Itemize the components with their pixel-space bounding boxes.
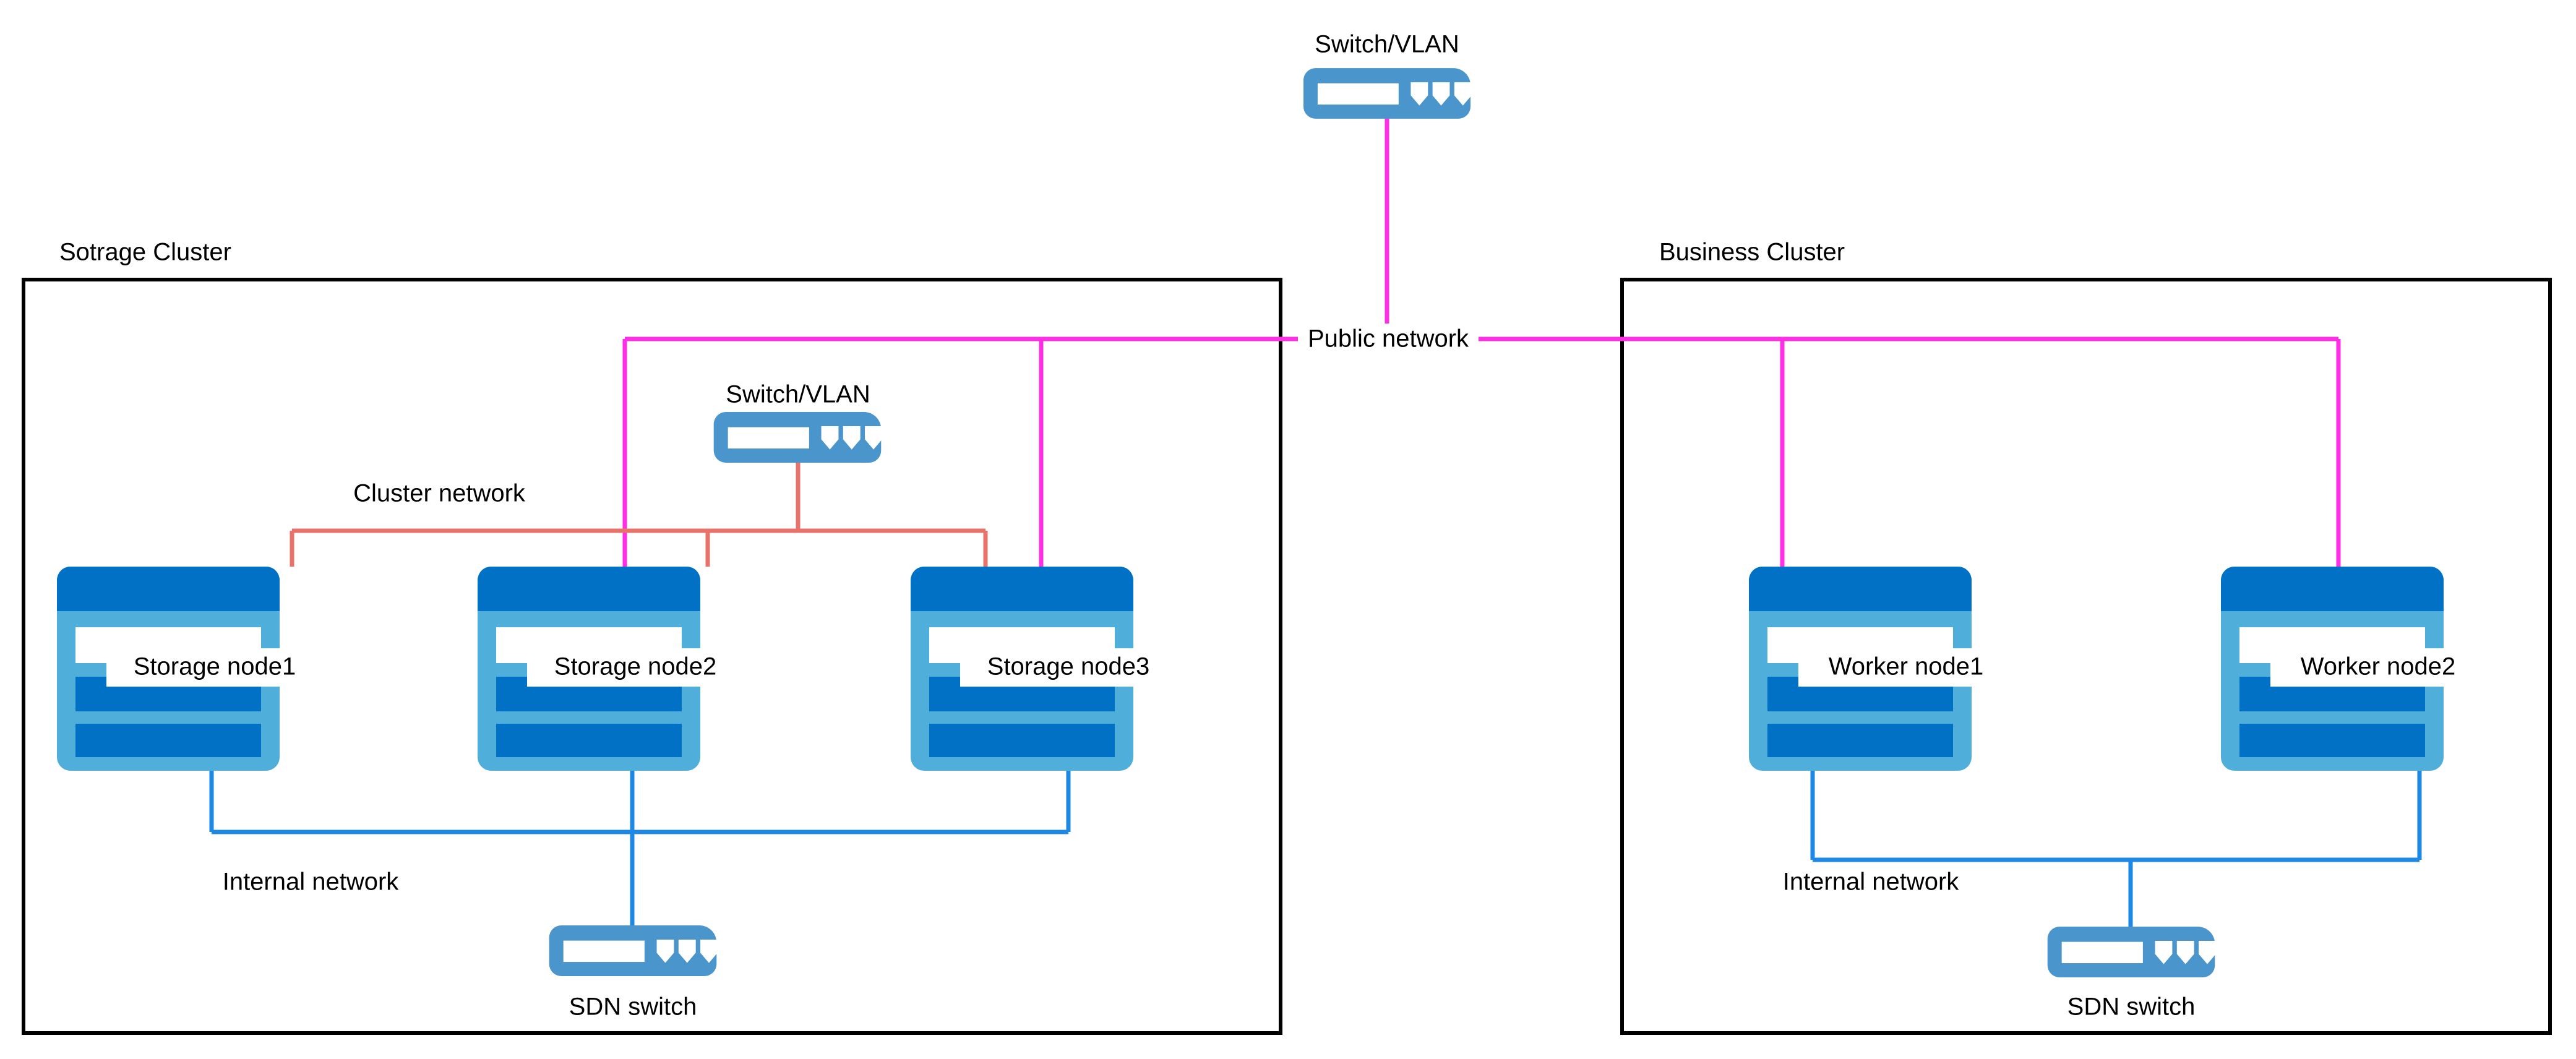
- business-cluster-title: Business Cluster: [1659, 239, 1845, 266]
- worker-node-1-label: Worker node1: [1829, 653, 1984, 680]
- storage-sdn-switch-label: SDN switch: [569, 993, 697, 1021]
- storage-sdn-switch-node[interactable]: SDN switch: [549, 925, 718, 1021]
- storage-node-3-label-plate: [960, 648, 1177, 687]
- storage-node-1[interactable]: Storage node1: [57, 567, 323, 771]
- storage-node-1-label-plate: [106, 648, 323, 687]
- worker-node-2-label-plate: [2270, 648, 2486, 687]
- top-switch-label: Switch/VLAN: [1315, 31, 1459, 58]
- network-switch-icon[interactable]: [549, 925, 718, 976]
- worker-node-2-label: Worker node2: [2301, 653, 2456, 680]
- storage-cluster-boundary: [22, 278, 1282, 1035]
- storage-node-3[interactable]: Storage node3: [911, 567, 1177, 771]
- network-switch-icon[interactable]: [2047, 927, 2216, 977]
- worker-node-2[interactable]: Worker node2: [2221, 567, 2486, 771]
- storage-node-3-label: Storage node3: [987, 653, 1149, 680]
- business-cluster-boundary: [1620, 278, 2552, 1035]
- storage-internal-network-label: Internal network: [223, 868, 400, 896]
- worker-node-1[interactable]: Worker node1: [1749, 567, 2014, 771]
- business-sdn-switch-node[interactable]: SDN switch: [2047, 927, 2216, 1021]
- storage-node-2[interactable]: Storage node2: [478, 567, 744, 771]
- public-network-label: Public network: [1308, 325, 1469, 353]
- storage-node-1-label: Storage node1: [134, 653, 296, 680]
- storage-node-2-label: Storage node2: [554, 653, 716, 680]
- network-switch-icon[interactable]: [1303, 68, 1472, 119]
- worker-node-1-label-plate: [1798, 648, 2014, 687]
- storage-node-2-label-plate: [527, 648, 744, 687]
- network-switch-icon[interactable]: [713, 412, 882, 463]
- top-switch-node[interactable]: Switch/VLAN: [1303, 31, 1472, 119]
- business-sdn-switch-label: SDN switch: [2067, 993, 2196, 1021]
- cluster-network-label: Cluster network: [353, 480, 526, 507]
- storage-switch-label: Switch/VLAN: [726, 381, 870, 408]
- business-internal-network-label: Internal network: [1783, 868, 1960, 896]
- storage-cluster-switch-node[interactable]: Switch/VLAN: [713, 381, 882, 463]
- storage-cluster-title: Sotrage Cluster: [59, 239, 231, 266]
